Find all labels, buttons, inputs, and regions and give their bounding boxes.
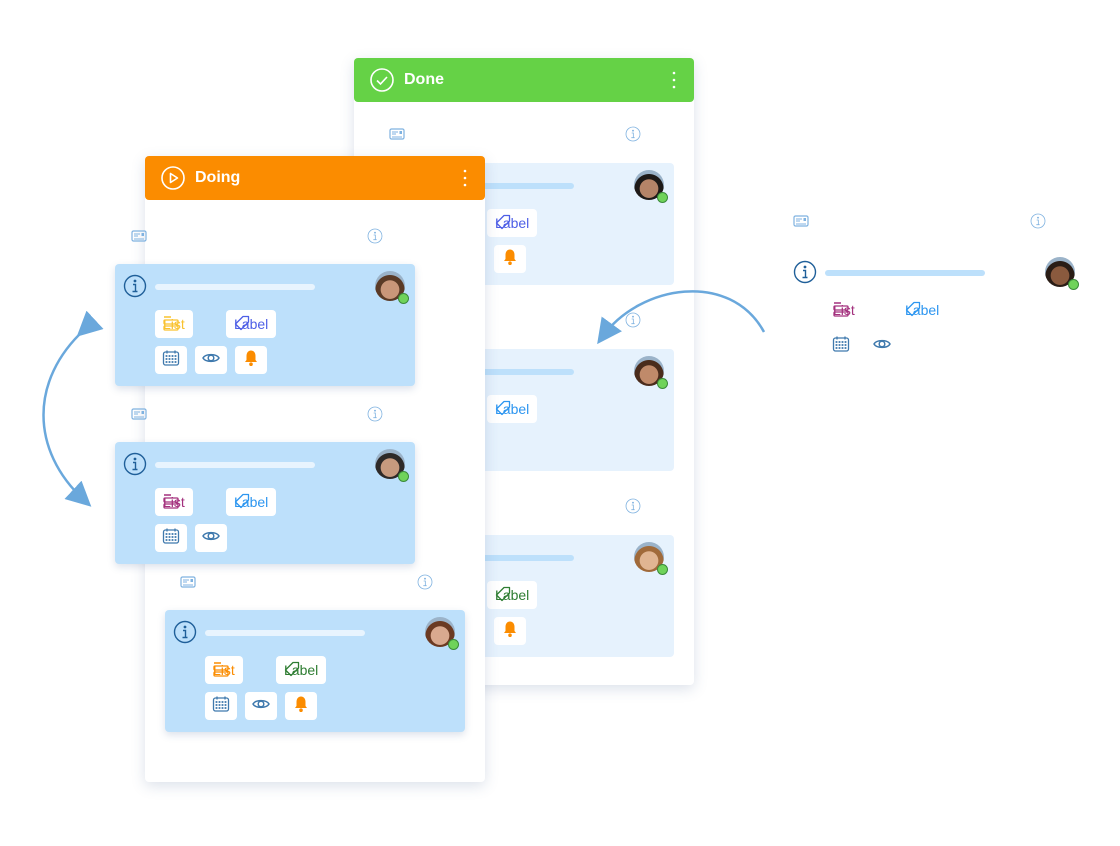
- list-icon: [163, 493, 187, 512]
- info-icon[interactable]: [625, 126, 641, 142]
- list-chip[interactable]: List: [205, 656, 243, 684]
- eye-icon: [202, 349, 220, 372]
- check-circle-icon: [370, 68, 394, 92]
- column-header-done[interactable]: Done: [354, 58, 694, 102]
- info-icon[interactable]: [793, 260, 817, 284]
- tag-icon: [234, 315, 258, 334]
- column-title: Done: [404, 71, 444, 88]
- more-vertical-icon[interactable]: [463, 168, 467, 188]
- title-placeholder-bar: [414, 369, 574, 375]
- online-status-dot: [398, 471, 409, 482]
- online-status-dot: [448, 639, 459, 650]
- list-icon: [163, 315, 187, 334]
- card-id-icon: [180, 574, 196, 590]
- label-chip[interactable]: Label: [897, 296, 947, 324]
- bell-button[interactable]: [494, 245, 526, 273]
- list-chip[interactable]: List: [155, 310, 193, 338]
- online-status-dot: [1068, 279, 1079, 290]
- card-id-icon: [793, 213, 809, 229]
- eye-icon: [873, 335, 891, 358]
- reorder-arrow: [42, 310, 104, 507]
- tag-icon: [905, 301, 929, 320]
- info-icon[interactable]: [625, 312, 641, 328]
- bell-button[interactable]: [494, 617, 526, 645]
- bell-button[interactable]: [285, 692, 317, 720]
- task-card[interactable]: List Label: [785, 250, 1085, 372]
- info-icon[interactable]: [123, 452, 147, 476]
- task-card[interactable]: List Label: [165, 610, 465, 732]
- label-chip[interactable]: Label: [276, 656, 327, 684]
- tag-icon: [234, 493, 258, 512]
- info-icon[interactable]: [417, 574, 433, 590]
- info-icon[interactable]: [367, 228, 383, 244]
- bell-icon: [242, 349, 260, 372]
- info-icon[interactable]: [123, 274, 147, 298]
- bell-icon: [292, 695, 310, 718]
- card-id-icon: [131, 228, 147, 244]
- calendar-icon: [832, 335, 850, 358]
- list-icon: [833, 301, 857, 320]
- label-chip[interactable]: Label: [487, 209, 538, 237]
- eye-button[interactable]: [195, 524, 227, 552]
- eye-button[interactable]: [866, 332, 898, 360]
- card-id-icon: [131, 406, 147, 422]
- calendar-icon: [162, 349, 180, 372]
- tag-icon: [495, 400, 519, 419]
- eye-button[interactable]: [245, 692, 277, 720]
- bell-button[interactable]: [235, 346, 267, 374]
- label-chip[interactable]: Label: [487, 395, 538, 423]
- info-icon[interactable]: [173, 620, 197, 644]
- label-chip[interactable]: Label: [226, 488, 277, 516]
- card-id-icon: [389, 126, 405, 142]
- calendar-button[interactable]: [825, 332, 857, 360]
- calendar-icon: [162, 527, 180, 550]
- tag-icon: [495, 586, 519, 605]
- bell-icon: [501, 248, 519, 271]
- column-title: Doing: [195, 169, 241, 186]
- info-icon[interactable]: [625, 498, 641, 514]
- calendar-button[interactable]: [155, 346, 187, 374]
- eye-icon: [202, 527, 220, 550]
- calendar-icon: [212, 695, 230, 718]
- title-placeholder-bar: [205, 630, 365, 636]
- tag-icon: [495, 214, 519, 233]
- calendar-button[interactable]: [155, 524, 187, 552]
- online-status-dot: [657, 564, 668, 575]
- online-status-dot: [657, 378, 668, 389]
- label-chip[interactable]: Label: [487, 581, 538, 609]
- eye-button[interactable]: [195, 346, 227, 374]
- column-header-doing[interactable]: Doing: [145, 156, 485, 200]
- calendar-button[interactable]: [205, 692, 237, 720]
- list-chip[interactable]: List: [155, 488, 193, 516]
- list-icon: [213, 661, 237, 680]
- title-placeholder-bar: [155, 462, 315, 468]
- eye-icon: [252, 695, 270, 718]
- bell-icon: [501, 620, 519, 643]
- tag-icon: [284, 661, 308, 680]
- title-placeholder-bar: [155, 284, 315, 290]
- list-chip[interactable]: List: [825, 296, 863, 324]
- title-placeholder-bar: [825, 270, 985, 276]
- info-icon[interactable]: [1030, 213, 1046, 229]
- online-status-dot: [398, 293, 409, 304]
- info-icon[interactable]: [367, 406, 383, 422]
- task-card[interactable]: List Label: [115, 264, 415, 386]
- online-status-dot: [657, 192, 668, 203]
- title-placeholder-bar: [414, 555, 574, 561]
- task-card[interactable]: List Label: [115, 442, 415, 564]
- more-vertical-icon[interactable]: [672, 70, 676, 90]
- play-circle-icon: [161, 166, 185, 190]
- label-chip[interactable]: Label: [226, 310, 277, 338]
- title-placeholder-bar: [414, 183, 574, 189]
